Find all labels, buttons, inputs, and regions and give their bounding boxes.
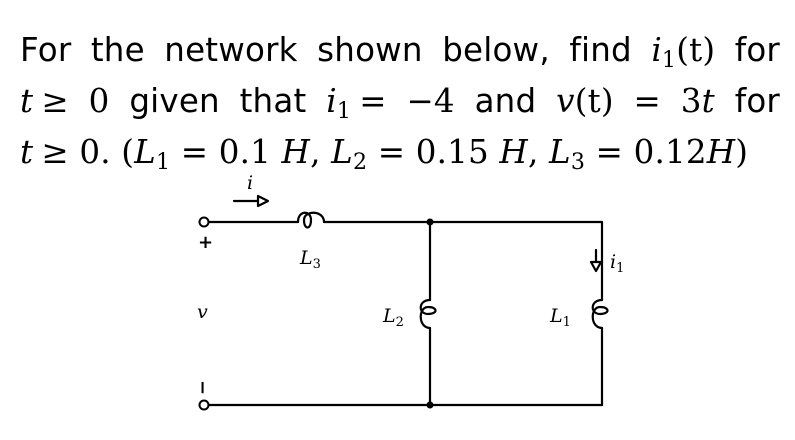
problem-line-2: t≥ 0 given that i1= −4 and v(t) = 3t for (20, 81, 780, 132)
label-L3: L3 (299, 247, 321, 272)
math-L3: L (549, 133, 571, 172)
problem-text-for-2: for (714, 82, 780, 121)
math-v: v (556, 82, 575, 121)
math-H3: H (706, 133, 736, 172)
math-t: t (20, 82, 34, 121)
junction-bottom (426, 401, 434, 409)
label-current-i: i (247, 172, 253, 194)
math-H1: H (281, 133, 311, 172)
math-i1-var-2: i (326, 82, 337, 121)
math-close: ) (735, 133, 749, 172)
math-i1-sub-2: 1 (336, 98, 352, 125)
math-L3-sub: 3 (570, 149, 586, 176)
math-cond-3: ≥ 0. ( (41, 133, 135, 172)
terminal-top (198, 216, 210, 228)
problem-line-1: For the network shown below, find i1(t) … (20, 30, 780, 81)
math-cond: ≥ 0 (41, 82, 110, 121)
math-eq-neg4: = −4 (359, 82, 455, 121)
label-voltage-v: v (197, 301, 208, 323)
math-L3-val: = 0.12 (585, 133, 707, 172)
math-H2: H (499, 133, 528, 172)
current-arrowhead-i1 (589, 260, 603, 273)
problem-line-3: t≥ 0. (L1 = 0.1 H, L2 = 0.15 H, L3 = 0.1… (20, 132, 780, 183)
problem-text-given: given that (109, 82, 327, 121)
math-vt-eq: (t) = 3 (574, 82, 702, 121)
label-L2: L2 (382, 305, 404, 330)
inductor-L1-coil (591, 298, 609, 330)
math-t-3: t (20, 133, 34, 172)
math-sep2: , (527, 133, 550, 172)
inductor-L3-coil (296, 211, 326, 229)
math-i1-var: i (651, 31, 662, 69)
current-arrowhead-i (256, 194, 270, 208)
math-sep1: , (310, 133, 332, 172)
problem-text-for: for (715, 31, 780, 69)
label-minus: − (192, 380, 213, 395)
math-L2-val: = 0.15 (367, 133, 500, 172)
problem-text-and: and (454, 82, 557, 121)
math-L2-sub: 2 (352, 149, 368, 176)
label-i1: i1 (610, 251, 624, 276)
problem-statement: For the network shown below, find i1(t) … (20, 30, 780, 184)
label-plus: + (198, 232, 213, 253)
math-L1: L (134, 133, 156, 172)
math-L2: L (331, 133, 353, 172)
inductor-L2-coil (419, 298, 437, 330)
problem-text-1: For the network shown below, find (20, 31, 652, 69)
math-i1-sub: 1 (661, 47, 677, 74)
label-L1: L1 (549, 305, 571, 330)
junction-top (426, 218, 434, 226)
terminal-bottom (198, 399, 210, 411)
math-L1-sub: 1 (155, 149, 171, 176)
math-t-2: t (701, 82, 715, 121)
math-L1-val: = 0.1 (170, 133, 282, 172)
math-arg-t: (t) (676, 31, 716, 69)
